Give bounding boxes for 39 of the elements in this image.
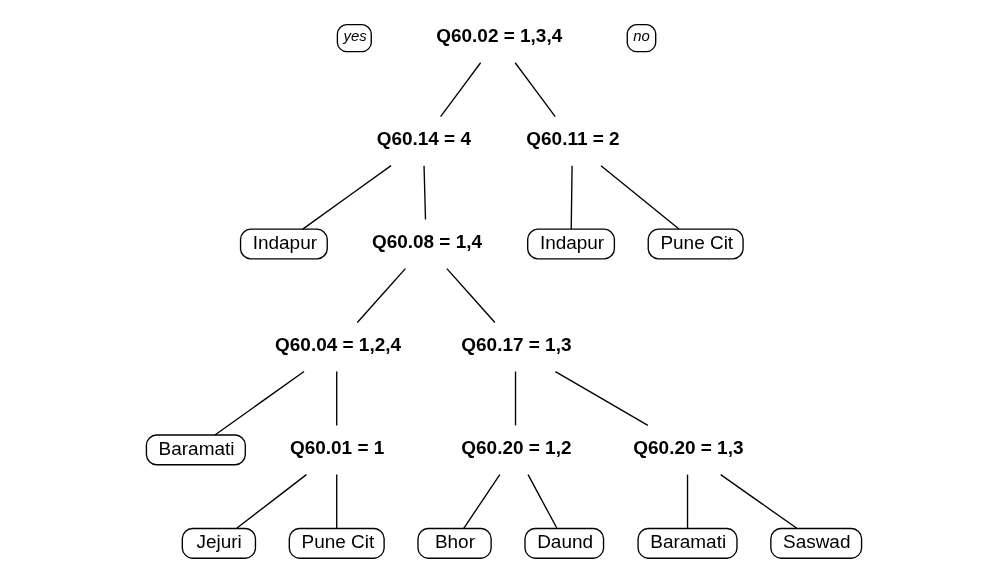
node-text: Q60.11 = 2: [525, 127, 620, 149]
node-text: Q60.08 = 1,4: [371, 230, 482, 252]
node-text: Q60.02 = 1,3,4: [435, 24, 562, 46]
node-box: Pune Cit: [647, 228, 744, 260]
connector: [335, 473, 337, 529]
connector: [213, 370, 305, 436]
node-text: Q60.20 = 1,2: [460, 436, 571, 458]
node-box: Bhor: [416, 527, 492, 559]
connector: [526, 473, 558, 529]
connector: [514, 370, 516, 427]
node-text: Q60.04 = 1,2,4: [274, 333, 401, 355]
node-box: Indapur: [239, 228, 328, 260]
connector: [599, 165, 680, 230]
label: no: [632, 27, 650, 44]
label: yes: [342, 27, 367, 44]
node-text: Q60.20 = 1,3: [632, 436, 743, 458]
connector: [335, 370, 337, 427]
connector: [422, 165, 426, 221]
connector: [554, 370, 649, 427]
node-box: Saswad: [769, 527, 862, 559]
node-box: Baramati: [145, 434, 246, 466]
connector: [235, 473, 307, 529]
connector: [514, 62, 556, 118]
node-text: Q60.14 = 4: [376, 127, 471, 149]
node-text: Q60.17 = 1,3: [460, 333, 571, 355]
connector: [570, 165, 573, 230]
connector: [719, 473, 797, 529]
connector: [445, 267, 496, 324]
connector: [686, 473, 688, 529]
node-box: Indapur: [526, 228, 615, 260]
connector: [439, 62, 481, 118]
node-text: Q60.01 = 1: [289, 436, 384, 458]
connector: [301, 165, 392, 230]
connector: [462, 473, 500, 529]
node-box: Pune Cit: [288, 527, 385, 559]
connector: [356, 267, 406, 324]
node-box: Baramati: [636, 527, 738, 559]
node-box: Jejuri: [181, 527, 256, 559]
node-box: Daund: [523, 527, 604, 559]
